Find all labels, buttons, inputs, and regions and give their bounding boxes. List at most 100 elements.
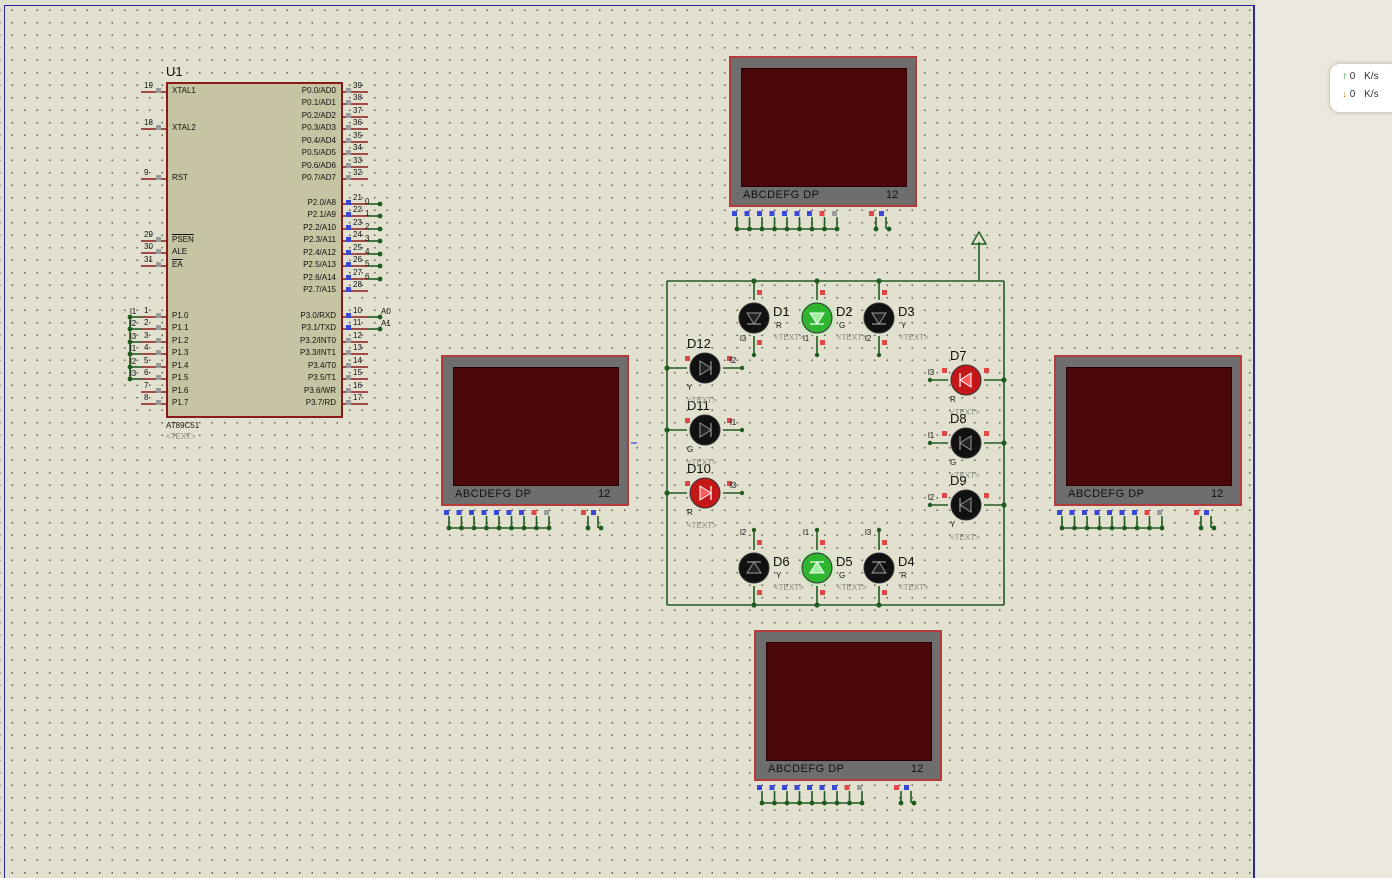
- display-pin-marker: [1094, 510, 1100, 515]
- led-text-placeholder: <TEXT>: [687, 396, 717, 405]
- display-pin-marker: [1157, 510, 1162, 515]
- led-reference: D10: [687, 461, 711, 476]
- led-reference: D5: [836, 554, 853, 569]
- p3-net-label: A0: [381, 307, 391, 316]
- display-pin-marker: [807, 211, 812, 216]
- mcu-text-tag: <TEXT>: [166, 432, 196, 441]
- mcu-pin-name: P0.6/AD6: [301, 161, 336, 170]
- display-pin-marker: [782, 211, 787, 216]
- led-pin-marker: [984, 368, 989, 373]
- led-d10[interactable]: [689, 477, 721, 509]
- mcu-pin-number: 27: [353, 268, 362, 277]
- mcu-pin-name: P2.6/A14: [303, 273, 336, 282]
- display-pin-marker: [869, 211, 874, 216]
- mcu-pin-name: P1.5: [172, 373, 189, 382]
- mcu-chip-body[interactable]: [166, 82, 343, 418]
- led-d7[interactable]: [950, 364, 982, 396]
- mcu-pin-number: 21: [353, 193, 362, 202]
- pin-marker: [346, 287, 351, 292]
- display-pin-marker: [832, 211, 837, 216]
- mcu-pin-number: 13: [353, 343, 362, 352]
- p2-net-label: 5: [365, 259, 370, 268]
- led-net-label: l2: [928, 493, 935, 502]
- led-pin-marker: [820, 540, 825, 545]
- led-d12[interactable]: [689, 352, 721, 384]
- display-pin-marker: [794, 211, 800, 216]
- led-d3[interactable]: [863, 302, 895, 334]
- mcu-pin-number: 1: [144, 306, 149, 315]
- mcu-pin-name: P1.7: [172, 398, 189, 407]
- led-d5[interactable]: [799, 550, 835, 586]
- display-pin-marker: [581, 510, 586, 515]
- p1-net-label: l1: [130, 307, 137, 316]
- display-glass: [453, 367, 619, 486]
- led-d9[interactable]: [950, 489, 982, 521]
- led-pin-marker: [882, 540, 887, 545]
- pin-marker: [346, 175, 351, 180]
- mcu-pin-number: 32: [353, 168, 362, 177]
- pin-marker: [346, 350, 351, 355]
- pin-marker: [346, 88, 351, 93]
- led-d8[interactable]: [950, 427, 982, 459]
- led-d1[interactable]: [738, 302, 770, 334]
- display-bottom[interactable]: [754, 630, 942, 781]
- sheet-border-left: [4, 5, 5, 878]
- pin-marker: [156, 313, 161, 318]
- display-pin-marker: [506, 510, 512, 515]
- pin-marker: [156, 237, 161, 242]
- led-d4[interactable]: [863, 552, 895, 584]
- p1-net-label: l2: [130, 319, 137, 328]
- mcu-pin-number: 14: [353, 356, 362, 365]
- display-pin-marker: [794, 785, 800, 790]
- mcu-pin-number: 11: [353, 318, 362, 327]
- pin-marker: [346, 212, 351, 217]
- led-reference: D11: [687, 398, 710, 413]
- display-right[interactable]: [1054, 355, 1242, 506]
- led-d6[interactable]: [738, 552, 770, 584]
- led-text-placeholder: <TEXT>: [950, 408, 980, 417]
- display-top[interactable]: [729, 56, 917, 207]
- pin-marker: [156, 350, 161, 355]
- upload-arrow-icon: ↑: [1342, 71, 1347, 82]
- display-segment-label: ABCDEFG DP: [743, 189, 820, 201]
- mcu-pin-number: 19: [144, 81, 153, 90]
- mcu-pin-name: P1.1: [172, 323, 189, 332]
- mcu-pin-number: 28: [353, 280, 362, 289]
- p2-net-label: 2: [365, 222, 370, 231]
- led-d11[interactable]: [689, 414, 721, 446]
- mcu-pin-number: 10: [353, 306, 362, 315]
- pin-marker: [156, 88, 161, 93]
- pin-marker: [346, 225, 351, 230]
- pin-marker: [156, 262, 161, 267]
- network-speed-widget[interactable]: ↑ 0 K/s ↓ 0 K/s: [1330, 64, 1392, 112]
- led-pin-marker: [685, 356, 690, 361]
- mcu-pin-name: RST: [172, 173, 188, 182]
- led-text-placeholder: <TEXT>: [950, 471, 980, 480]
- led-color-code: Y: [687, 383, 693, 392]
- led-d2[interactable]: [799, 300, 835, 336]
- mcu-pin-number: 39: [353, 81, 362, 90]
- display-pin-marker: [591, 510, 596, 515]
- display-segment-label: ABCDEFG DP: [455, 488, 532, 500]
- led-color-code: Y: [901, 321, 907, 330]
- display-pin-marker: [782, 785, 787, 790]
- display-left[interactable]: [441, 355, 629, 506]
- display-pin-marker: [1069, 510, 1075, 515]
- pin-marker: [346, 275, 351, 280]
- led-reference: D12: [687, 336, 711, 351]
- led-text-placeholder: <TEXT>: [837, 333, 867, 342]
- led-color-code: R: [901, 571, 907, 580]
- led-color-code: Y: [776, 571, 782, 580]
- mcu-pin-name: P3.1/TXD: [301, 323, 336, 332]
- display-pin-marker: [1119, 510, 1125, 515]
- mcu-pin-name: PSEN: [172, 235, 194, 244]
- display-pin-marker: [819, 211, 825, 216]
- pin-marker: [346, 325, 351, 330]
- pin-marker: [346, 113, 351, 118]
- mcu-pin-name: P2.0/A8: [307, 198, 336, 207]
- display-pin-marker: [757, 211, 762, 216]
- led-net-label: l3: [740, 334, 747, 343]
- led-text-placeholder: <TEXT>: [837, 583, 867, 592]
- led-reference: D7: [950, 348, 967, 363]
- mcu-pin-name: P2.2/A10: [303, 223, 336, 232]
